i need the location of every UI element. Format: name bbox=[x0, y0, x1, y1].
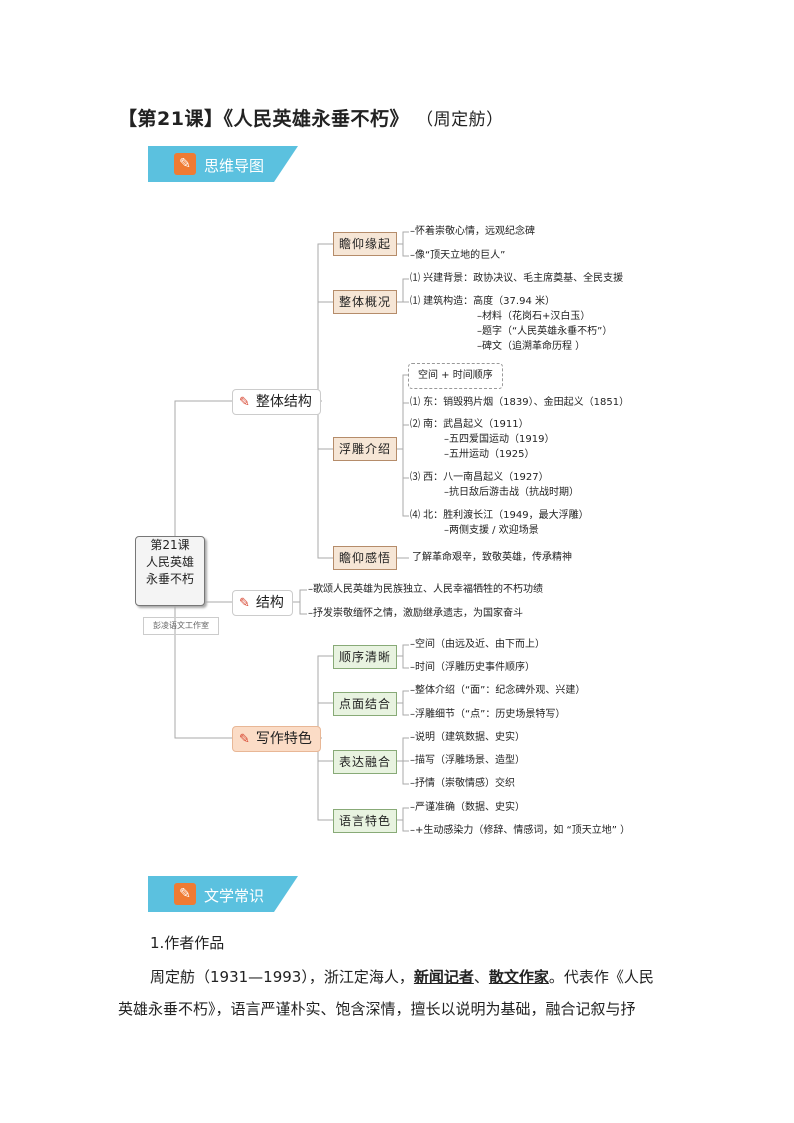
leaf: –时间（浮雕历史事件顺序） bbox=[410, 662, 535, 673]
mindmap-banner-text: 思维导图 bbox=[204, 157, 265, 175]
leaf: –碑文（追溯革命历程 ） bbox=[477, 341, 586, 352]
text-span: 、 bbox=[473, 968, 489, 986]
node-structure: ✎ 结构 bbox=[232, 590, 293, 616]
leaf: –空间（由远及近、由下而上） bbox=[410, 639, 545, 650]
highlight-essayist: 散文作家 bbox=[488, 968, 549, 986]
node-viewing-reflection: 瞻仰感悟 bbox=[333, 546, 397, 570]
leaf: ⑵ 南：武昌起义（1911） bbox=[410, 419, 529, 430]
leaf: –五卅运动（1925） bbox=[444, 449, 535, 460]
leaf: –像“顶天立地的巨人” bbox=[410, 250, 506, 261]
pencil-icon: ✎ bbox=[239, 732, 250, 747]
page-title: 【第21课】《人民英雄永垂不朽》 （周定舫） bbox=[118, 104, 504, 131]
node-overview: 整体概况 bbox=[333, 290, 397, 314]
author-name: （周定舫） bbox=[416, 110, 504, 130]
leaf: –严谨准确（数据、史实） bbox=[410, 802, 525, 813]
pencil-icon: ✎ bbox=[239, 395, 250, 410]
leaf: ⑴ 东：销毁鸦片烟（1839）、金田起义（1851） bbox=[410, 397, 630, 408]
leaf: –五四爱国运动（1919） bbox=[444, 434, 555, 445]
leaf: –两侧支援 / 欢迎场景 bbox=[444, 525, 539, 536]
literature-banner-text: 文学常识 bbox=[204, 887, 265, 905]
leaf: –抒发崇敬缅怀之情，激励继承遗志，为国家奋斗 bbox=[308, 608, 523, 619]
node-expression-fusion: 表达融合 bbox=[333, 750, 397, 774]
pencil-icon: ✎ bbox=[174, 883, 196, 905]
text-span: 周定舫（1931—1993），浙江定海人， bbox=[150, 968, 414, 986]
section-heading: 1.作者作品 bbox=[150, 934, 225, 952]
leaf: –说明（建筑数据、史实） bbox=[410, 732, 525, 743]
leaf: –抒情（崇敬情感）交织 bbox=[410, 778, 515, 789]
highlight-journalist: 新闻记者 bbox=[413, 968, 474, 986]
leaf: ⑶ 西：八一南昌起义（1927） bbox=[410, 472, 549, 483]
pencil-icon: ✎ bbox=[174, 153, 196, 175]
leaf: –描写（浮雕场景、造型） bbox=[410, 755, 525, 766]
root-line-1: 第21课 bbox=[150, 538, 190, 552]
leaf: 了解革命艰辛，致敬英雄，传承精神 bbox=[412, 552, 572, 563]
root-line-3: 永垂不朽 bbox=[145, 572, 194, 586]
leaf: –怀着崇敬心情，远观纪念碑 bbox=[410, 226, 535, 237]
node-label: 整体结构 bbox=[255, 394, 312, 410]
paragraph-line-1: 周定舫（1931—1993），浙江定海人，新闻记者、散文作家。代表作《人民 bbox=[150, 962, 654, 992]
root-line-2: 人民英雄 bbox=[145, 555, 194, 569]
node-viewing-origin: 瞻仰缘起 bbox=[333, 232, 397, 256]
lesson-title: 【第21课】《人民英雄永垂不朽》 bbox=[118, 108, 409, 130]
root-node: 第21课 人民英雄 永垂不朽 bbox=[135, 536, 205, 606]
literature-banner: ✎ 文学常识 bbox=[148, 876, 298, 912]
leaf: –题字（“人民英雄永垂不朽”） bbox=[477, 326, 613, 337]
node-writing-features: ✎ 写作特色 bbox=[232, 726, 321, 752]
leaf: –+生动感染力（修辞、情感词，如 “顶天立地” ） bbox=[410, 825, 631, 836]
node-language-features: 语言特色 bbox=[333, 809, 397, 833]
node-overall-structure: ✎ 整体结构 bbox=[232, 389, 321, 415]
leaf: –材料（花岗石+汉白玉） bbox=[477, 311, 591, 322]
relief-order-note: 空间 + 时间顺序 bbox=[408, 363, 503, 389]
paragraph-line-2: 英雄永垂不朽》，语言严谨朴实、饱含深情，擅长以说明为基础，融合记叙与抒 bbox=[118, 1000, 636, 1018]
node-clear-order: 顺序清晰 bbox=[333, 645, 397, 669]
leaf: ⑴ 兴建背景：政协决议、毛主席奠基、全民支援 bbox=[410, 273, 624, 284]
node-label: 写作特色 bbox=[255, 731, 312, 747]
leaf: ⑴ 建筑构造：高度（37.94 米） bbox=[410, 296, 555, 307]
text-span: 。代表作《人民 bbox=[548, 968, 654, 986]
node-label: 结构 bbox=[255, 595, 284, 611]
pencil-icon: ✎ bbox=[239, 596, 250, 611]
leaf: –整体介绍（“面”：纪念碑外观、兴建） bbox=[410, 685, 586, 696]
leaf: ⑷ 北：胜利渡长江（1949，最大浮雕） bbox=[410, 510, 589, 521]
mindmap-banner: ✎ 思维导图 bbox=[148, 146, 298, 182]
leaf: –抗日敌后游击战（抗战时期） bbox=[444, 487, 579, 498]
leaf: –歌颂人民英雄为民族独立、人民幸福牺牲的不朽功绩 bbox=[308, 584, 543, 595]
leaf: –浮雕细节（“点”：历史场景特写） bbox=[410, 709, 566, 720]
studio-watermark: 彭凌语文工作室 bbox=[143, 617, 219, 635]
node-relief-intro: 浮雕介绍 bbox=[333, 437, 397, 461]
node-point-surface: 点面结合 bbox=[333, 692, 397, 716]
